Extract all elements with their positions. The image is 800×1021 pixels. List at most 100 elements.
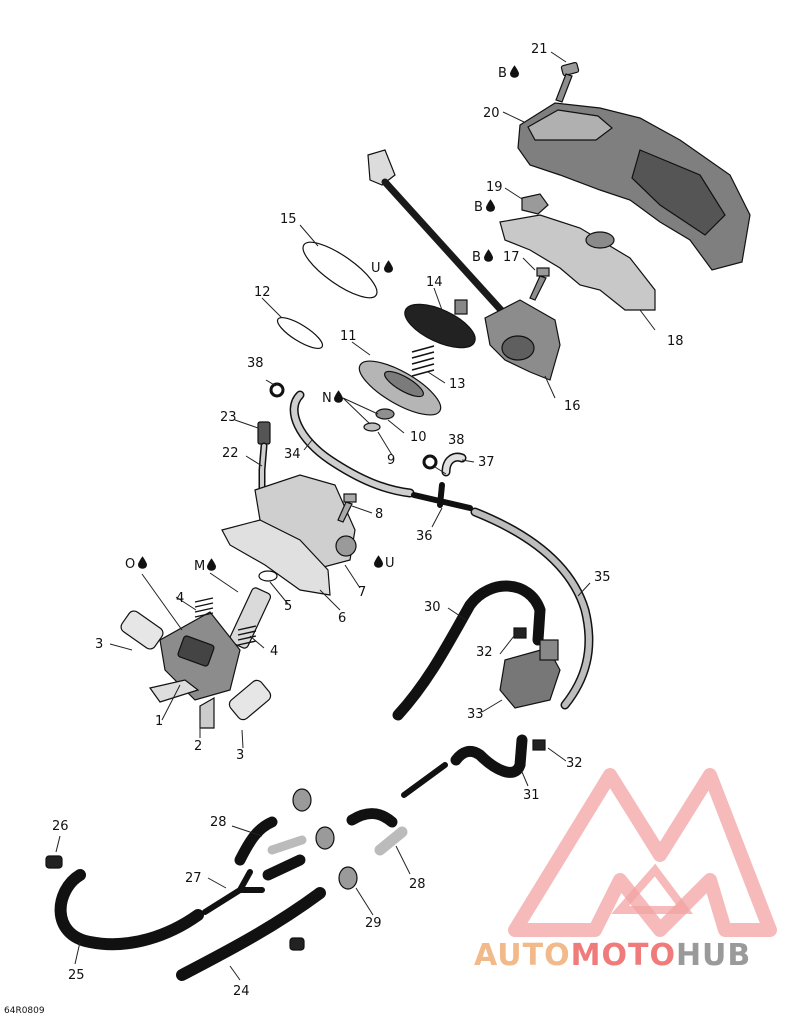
part-hose-24 — [176, 887, 326, 981]
part-oring-15 — [302, 241, 378, 299]
part-solenoid-assembly — [120, 587, 272, 729]
part-tee-36 — [411, 482, 473, 511]
callout-4a: 4 — [176, 591, 184, 606]
part-hose-28b — [346, 808, 398, 828]
callout-10: 10 — [410, 430, 427, 445]
callout-7: 7 — [358, 585, 366, 600]
callout-34: 34 — [284, 447, 301, 462]
part-check-valves-29 — [292, 788, 358, 890]
callout-38a: 38 — [247, 356, 264, 371]
part-spring-13 — [411, 345, 435, 377]
callout-4b: 4 — [270, 644, 278, 659]
callout-6: 6 — [338, 611, 346, 626]
callout-17: 17 — [503, 250, 520, 265]
part-hose-25 — [54, 869, 204, 951]
part-cover-20 — [517, 102, 751, 271]
reference-code: 64R0809 — [4, 1006, 45, 1016]
watermark-text-auto: AUTO — [474, 938, 571, 973]
callout-29: 29 — [365, 916, 382, 931]
callout-12: 12 — [254, 285, 271, 300]
lube-mark-u-14: U — [371, 261, 381, 276]
part-plate-11 — [358, 360, 442, 416]
callout-1: 1 — [155, 714, 163, 729]
callout-20: 20 — [483, 106, 500, 121]
lube-mark-n-9: N — [322, 391, 332, 406]
callout-19: 19 — [486, 180, 503, 195]
callout-37: 37 — [478, 455, 495, 470]
drop-icon — [207, 558, 216, 571]
drop-icon — [334, 390, 343, 403]
part-clamp-32a — [513, 627, 527, 639]
part-bolt-8 — [337, 493, 357, 523]
part-valve-33 — [499, 639, 561, 709]
part-bolt-21 — [555, 61, 580, 103]
watermark-text-hub: HUB — [675, 938, 752, 973]
part-washer-9 — [363, 422, 381, 432]
callout-3a: 3 — [95, 637, 103, 652]
drop-icon — [138, 556, 147, 569]
lube-mark-b-17: B — [472, 250, 481, 265]
part-clamp-26b — [289, 937, 305, 951]
leader-lines — [55, 51, 656, 981]
callout-38b: 38 — [448, 433, 465, 448]
part-clamp-38a — [269, 382, 285, 398]
part-diaphragm-14 — [404, 299, 476, 349]
callout-22: 22 — [222, 446, 239, 461]
callout-11: 11 — [340, 329, 357, 344]
callout-28b: 28 — [409, 877, 426, 892]
part-valve-16 — [484, 299, 561, 381]
drop-icon — [510, 65, 519, 78]
callout-16: 16 — [564, 399, 581, 414]
part-hose-28a — [234, 816, 278, 866]
callout-24: 24 — [233, 984, 250, 999]
part-hose-31 — [450, 734, 528, 778]
part-fitting-23 — [257, 421, 271, 445]
lube-mark-u-7: U — [385, 556, 395, 571]
callout-26: 26 — [52, 819, 69, 834]
lube-mark-m-4: M — [194, 559, 205, 574]
callout-36: 36 — [416, 529, 433, 544]
part-clamp-32b — [532, 739, 546, 751]
drop-icon — [384, 260, 393, 273]
part-housing-7 — [254, 474, 357, 569]
callout-3b: 3 — [236, 748, 244, 763]
part-y-fitting-27 — [202, 869, 265, 915]
callout-21: 21 — [531, 42, 548, 57]
callout-13: 13 — [449, 377, 466, 392]
callout-23: 23 — [220, 410, 237, 425]
callout-8: 8 — [375, 507, 383, 522]
part-clamp-26a — [45, 855, 63, 869]
callout-33: 33 — [467, 707, 484, 722]
callout-31: 31 — [523, 788, 540, 803]
part-sensor-harness — [367, 149, 514, 324]
callout-32b: 32 — [566, 756, 583, 771]
callout-9: 9 — [387, 453, 395, 468]
callout-32a: 32 — [476, 645, 493, 660]
drop-icon — [374, 555, 383, 568]
part-bracket-18 — [499, 214, 656, 311]
part-nut-19 — [521, 193, 549, 215]
callout-28a: 28 — [210, 815, 227, 830]
callout-18: 18 — [667, 334, 684, 349]
callout-30: 30 — [424, 600, 441, 615]
watermark-logo-mark — [508, 768, 777, 937]
callout-35: 35 — [594, 570, 611, 585]
lube-mark-b-21: B — [498, 66, 507, 81]
watermark-text-moto: MOTO — [570, 938, 676, 973]
callout-15: 15 — [280, 212, 297, 227]
drop-icon — [484, 249, 493, 262]
part-oring-5 — [258, 570, 278, 582]
callout-25: 25 — [68, 968, 85, 983]
callout-2: 2 — [194, 739, 202, 754]
part-clamp-38b — [422, 454, 438, 470]
lube-mark-o-3: O — [125, 557, 135, 572]
part-washer-10 — [375, 408, 395, 420]
lube-mark-b-19: B — [474, 200, 483, 215]
part-gasket-6 — [221, 519, 331, 596]
drop-icon — [486, 199, 495, 212]
part-hose-30 — [392, 580, 546, 721]
callout-14: 14 — [426, 275, 443, 290]
callout-5: 5 — [284, 599, 292, 614]
part-oring-12 — [276, 317, 324, 349]
